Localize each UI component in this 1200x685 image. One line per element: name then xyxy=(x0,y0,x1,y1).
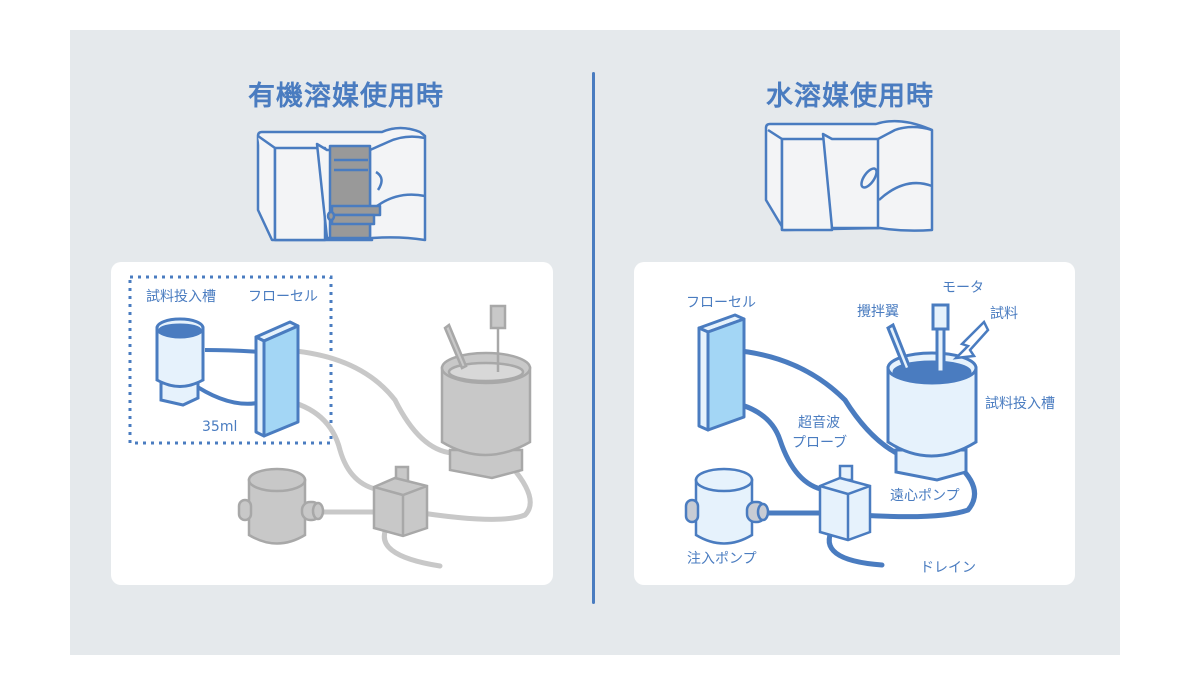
label-motor: モータ xyxy=(942,280,984,296)
label-sample-tank: 試料投入槽 xyxy=(146,289,216,305)
sample-tank-small xyxy=(155,317,263,407)
label-drain: ドレイン xyxy=(920,560,976,576)
label-stirrer: 攪拌翼 xyxy=(857,304,899,320)
left-title: 有機溶媒使用時 xyxy=(248,81,444,112)
label-flow-cell: フローセル xyxy=(686,295,756,311)
label-ultrasonic-1: 超音波 xyxy=(798,414,840,431)
label-ultrasonic-2: プローブ xyxy=(792,434,847,451)
label-injection-pump: 注入ポンプ xyxy=(687,551,757,567)
sample-tank xyxy=(886,303,990,482)
inactive-injection-pump xyxy=(237,467,325,545)
centrifugal-pump xyxy=(818,464,872,542)
label-volume: 35ml xyxy=(202,419,237,435)
label-centrifugal-pump: 遠心ポンプ xyxy=(890,488,960,504)
section-divider xyxy=(592,72,595,604)
highlight-box xyxy=(128,275,333,445)
inactive-sample-tank xyxy=(440,304,532,480)
active-tubes xyxy=(727,347,978,568)
right-title: 水溶媒使用時 xyxy=(766,81,934,112)
inactive-centrifugal-pump xyxy=(372,465,429,538)
label-sample-tank: 試料投入槽 xyxy=(985,396,1055,412)
label-sample: 試料 xyxy=(990,306,1018,322)
label-flow-cell: フローセル xyxy=(248,289,318,305)
flow-cell-right xyxy=(697,313,746,432)
flow-cell-left xyxy=(254,320,300,438)
injection-pump xyxy=(684,467,770,545)
